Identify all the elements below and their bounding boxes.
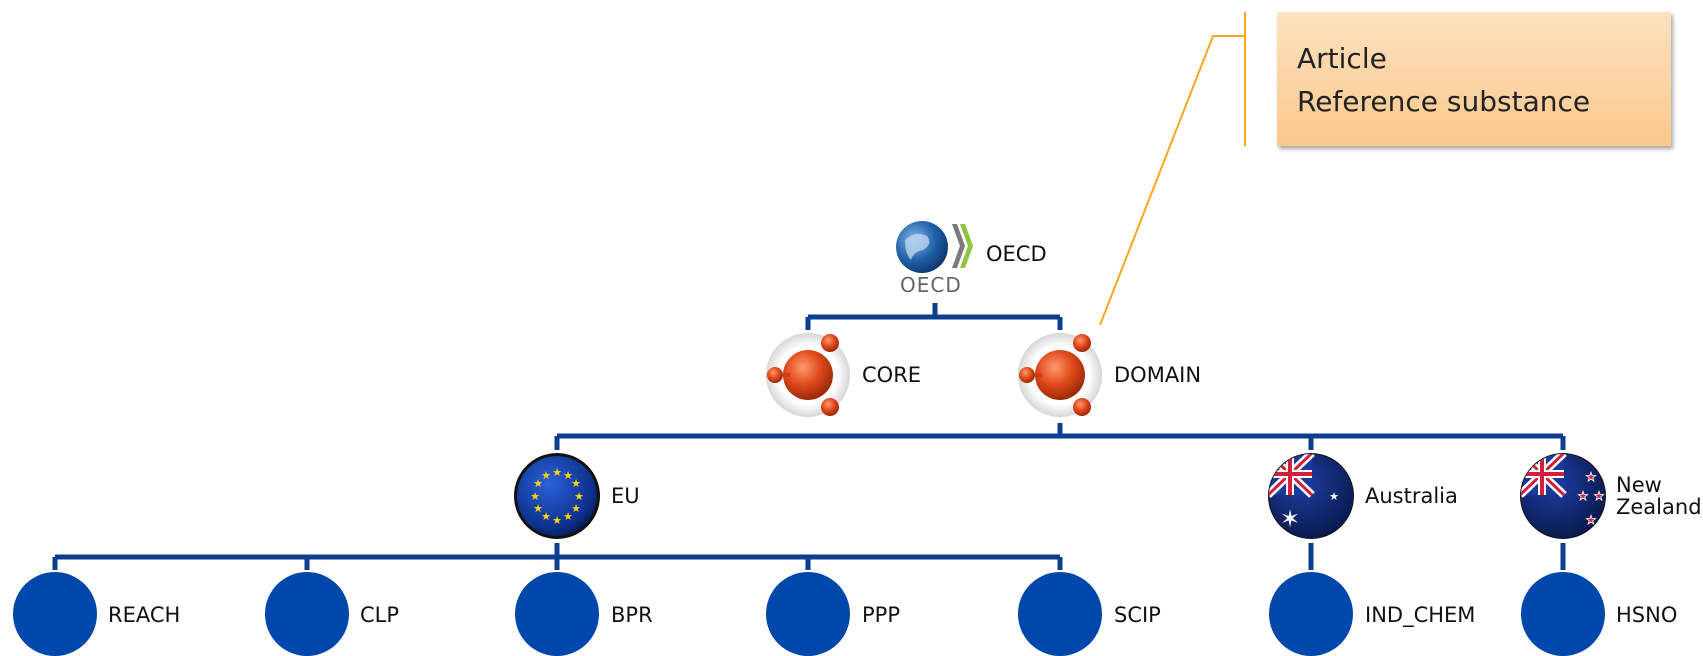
blue-circle-icon [1269, 572, 1353, 656]
svg-text:★: ★ [574, 490, 584, 503]
eu-flag-icon: ★★★ ★★★ ★★★ ★★★ [514, 453, 600, 539]
callout-box: Article Reference substance [1277, 12, 1671, 146]
new-zealand-flag-icon: ★ ★ ★ ★ [1520, 453, 1606, 539]
node-label-clp: CLP [360, 603, 400, 627]
node-label-bpr: BPR [611, 603, 653, 627]
link-eu-to-regulations [52, 543, 1063, 570]
svg-text:★: ★ [571, 477, 581, 490]
oecd-globe-logo-icon: OECD [896, 221, 973, 297]
blue-circle-icon [1018, 572, 1102, 656]
node-label-ind-chem: IND_CHEM [1365, 603, 1476, 627]
node-label-new-zealand: New Zealand [1616, 473, 1702, 520]
svg-text:★: ★ [571, 502, 581, 515]
callout-line-1: Article [1297, 42, 1387, 75]
node-label-australia: Australia [1365, 484, 1458, 508]
svg-text:★: ★ [541, 510, 551, 523]
australia-flag-icon: ✶ ★ [1268, 453, 1354, 539]
svg-text:★: ★ [1586, 470, 1597, 484]
svg-text:★: ★ [1586, 513, 1597, 527]
svg-text:★: ★ [541, 469, 551, 482]
svg-text:✶: ✶ [1280, 505, 1300, 533]
svg-text:★: ★ [563, 510, 573, 523]
node-label-reach: REACH [108, 603, 181, 627]
svg-text:★: ★ [552, 466, 562, 479]
link-oecd-to-core-domain [805, 303, 1063, 330]
svg-text:★: ★ [1594, 489, 1605, 503]
svg-text:★: ★ [530, 490, 540, 503]
svg-text:★: ★ [1578, 489, 1589, 503]
node-label-eu: EU [611, 484, 640, 508]
node-label-ppp: PPP [862, 603, 900, 627]
callout-line-2: Reference substance [1297, 85, 1591, 118]
node-label-scip: SCIP [1114, 603, 1161, 627]
molecule-icon [766, 333, 850, 417]
blue-circle-icon [265, 572, 349, 656]
node-label-oecd: OECD [986, 242, 1047, 266]
svg-text:★: ★ [563, 469, 573, 482]
blue-circle-icon [13, 572, 97, 656]
oecd-logo-wordmark: OECD [900, 273, 962, 297]
blue-circle-icon [515, 572, 599, 656]
svg-text:★: ★ [533, 477, 543, 490]
node-label-core: CORE [862, 363, 922, 387]
svg-text:★: ★ [552, 514, 562, 527]
svg-text:★: ★ [1329, 490, 1339, 503]
node-label-domain: DOMAIN [1114, 363, 1202, 387]
link-domain-to-regions [554, 423, 1566, 450]
molecule-icon [1018, 333, 1102, 417]
callout-leader-line [1099, 12, 1246, 326]
svg-text:★: ★ [533, 502, 543, 515]
node-label-hsno: HSNO [1616, 603, 1678, 627]
blue-circle-icon [766, 572, 850, 656]
blue-circle-icon [1521, 572, 1605, 656]
